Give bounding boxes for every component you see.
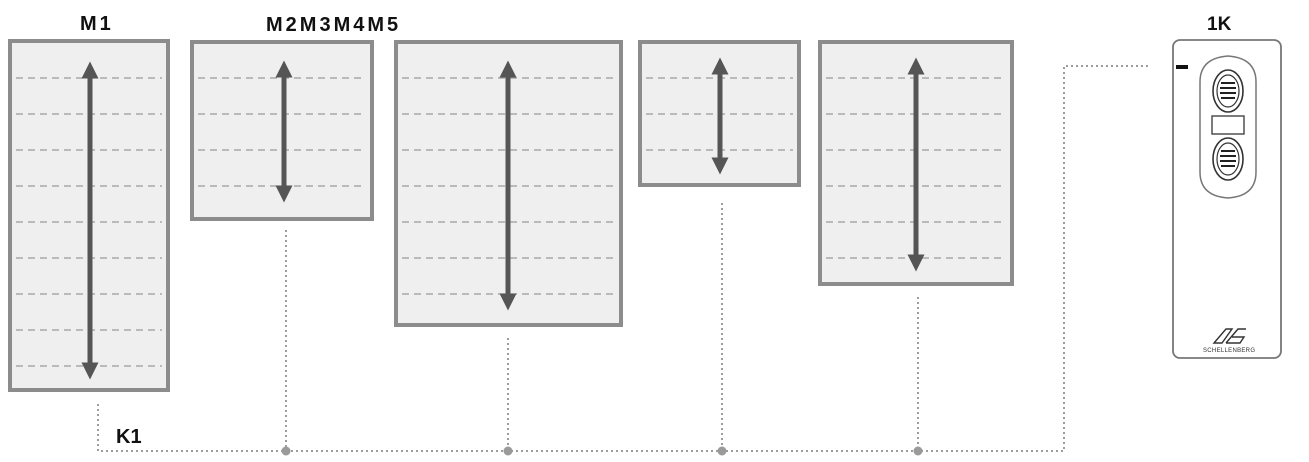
shutter-m3 xyxy=(394,40,623,327)
junction-node xyxy=(503,446,513,456)
junction-nodes xyxy=(281,446,923,456)
remote-control: SCHELLENBERG xyxy=(1172,39,1282,359)
junction-node xyxy=(717,446,727,456)
down-button-icon[interactable] xyxy=(1212,137,1244,181)
junction-node xyxy=(913,446,923,456)
label-k1: K1 xyxy=(116,426,142,448)
label-m2-m5: M2M3M4M5 xyxy=(266,14,401,36)
stop-button-icon[interactable] xyxy=(1211,115,1245,135)
control-wiring xyxy=(97,65,1150,452)
brand-logo-icon xyxy=(1212,328,1246,344)
shutter-m1 xyxy=(8,39,170,392)
remote-led-mark xyxy=(1176,65,1188,69)
junction-node xyxy=(281,446,291,456)
shutter-m2 xyxy=(190,40,374,221)
up-button-icon[interactable] xyxy=(1212,69,1244,113)
wire-m1 xyxy=(97,65,1150,452)
brand-text: SCHELLENBERG xyxy=(1203,348,1255,354)
shutter-m5 xyxy=(818,40,1014,286)
label-remote: 1K xyxy=(1207,14,1232,35)
label-m1: M1 xyxy=(80,13,114,35)
shutter-m4 xyxy=(638,40,801,187)
